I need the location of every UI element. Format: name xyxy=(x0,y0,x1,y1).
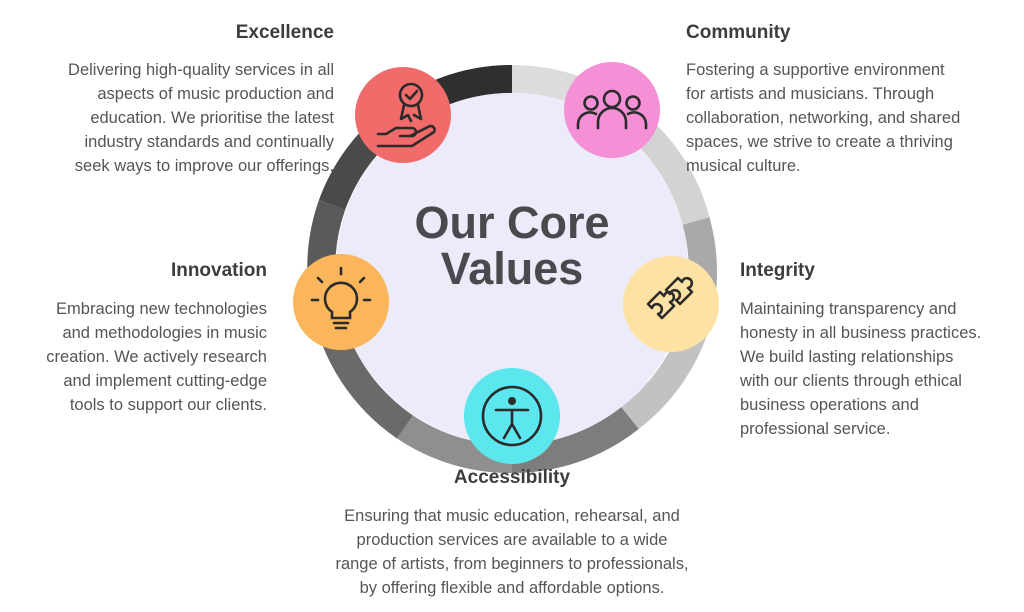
excellence-line: Delivering high-quality services in all xyxy=(68,61,334,79)
integrity-line: business operations and xyxy=(740,396,919,414)
community-line: spaces, we strive to create a thriving xyxy=(686,133,953,151)
community-badge xyxy=(564,62,660,158)
innovation-line: and implement cutting-edge xyxy=(63,372,267,390)
award-hand-icon xyxy=(376,82,436,148)
integrity-title: Integrity xyxy=(740,260,815,281)
center-title-line-2: Values xyxy=(440,243,584,294)
community-title: Community xyxy=(686,22,791,43)
center-disc xyxy=(336,93,688,445)
excellence-line: seek ways to improve our offerings. xyxy=(74,157,334,175)
accessibility-line: range of artists, from beginners to prof… xyxy=(335,555,689,573)
community-line: musical culture. xyxy=(686,157,801,175)
center-title: Our Core Values xyxy=(392,200,632,292)
excellence-badge xyxy=(355,67,451,163)
integrity-line: We build lasting relationships xyxy=(740,348,954,366)
lightbulb-icon xyxy=(310,266,372,330)
excellence-line: industry standards and continually xyxy=(84,133,334,151)
innovation-badge xyxy=(293,254,389,350)
accessibility-title: Accessibility xyxy=(453,467,571,488)
excellence-title: Excellence xyxy=(235,22,334,43)
accessibility-line: by offering flexible and affordable opti… xyxy=(359,579,665,597)
innovation-line: tools to support our clients. xyxy=(69,396,267,414)
innovation-title: Innovation xyxy=(170,260,267,281)
integrity-line: professional service. xyxy=(740,420,891,438)
accessibility-line: production services are available to a w… xyxy=(356,531,668,549)
center-title-line-1: Our Core xyxy=(414,197,610,248)
excellence-line: education. We prioritise the latest xyxy=(90,109,334,127)
innovation-line: creation. We actively research xyxy=(46,348,267,366)
innovation-line: Embracing new technologies xyxy=(56,300,267,318)
innovation-description: Embracing new technologies and methodolo… xyxy=(46,297,267,417)
community-line: for artists and musicians. Through xyxy=(686,85,935,103)
integrity-line: Maintaining transparency and xyxy=(740,300,957,318)
excellence-description: Delivering high-quality services in all … xyxy=(68,58,334,178)
community-line: Fostering a supportive environment xyxy=(686,61,945,79)
integrity-line: with our clients through ethical xyxy=(740,372,962,390)
people-group-icon xyxy=(576,89,648,130)
community-line: collaboration, networking, and shared xyxy=(686,109,961,127)
accessibility-badge xyxy=(464,368,560,464)
puzzle-pieces-icon xyxy=(646,276,694,320)
excellence-line: aspects of music production and xyxy=(97,85,334,103)
accessibility-line: Ensuring that music education, rehearsal… xyxy=(344,507,680,525)
community-description: Fostering a supportive environment for a… xyxy=(686,58,960,178)
accessibility-description: Ensuring that music education, rehearsal… xyxy=(262,504,762,600)
integrity-line: honesty in all business practices. xyxy=(740,324,982,342)
integrity-description: Maintaining transparency and honesty in … xyxy=(740,297,981,441)
innovation-line: and methodologies in music xyxy=(62,324,267,342)
accessibility-person-icon xyxy=(481,385,543,447)
integrity-badge xyxy=(623,256,719,352)
